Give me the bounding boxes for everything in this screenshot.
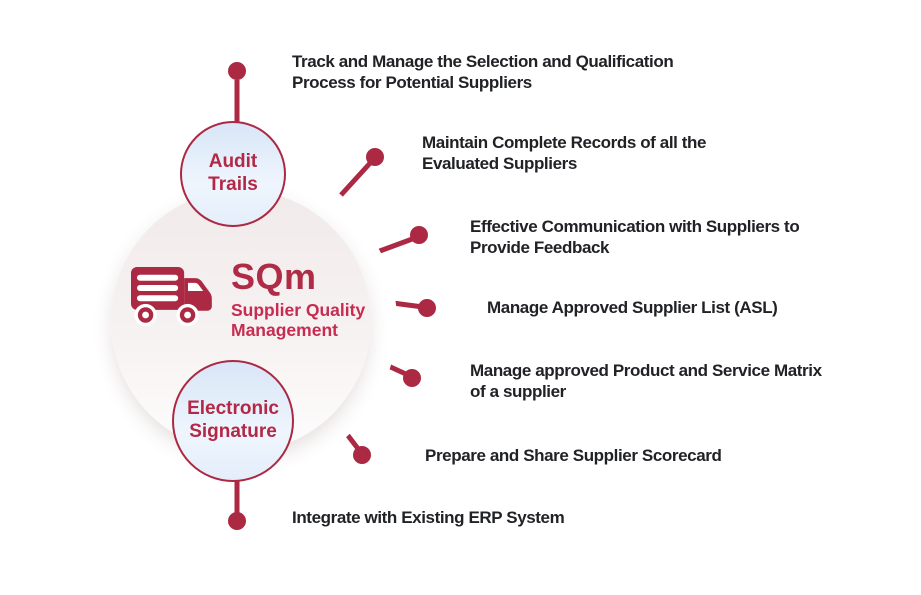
feature-label: Maintain Complete Records of all the Eva… [422, 132, 707, 173]
truck-icon [131, 267, 215, 332]
feature-box-2: Maintain Complete Records of all the Eva… [395, 117, 776, 195]
feature-label: Manage approved Product and Service Matr… [470, 360, 822, 401]
feature-box-7: Integrate with Existing ERP System [265, 492, 629, 550]
feature-box-3: Effective Communication with Suppliers t… [443, 201, 827, 279]
feature-label: Effective Communication with Suppliers t… [470, 216, 800, 257]
satellite-label: Audit Trails [208, 151, 258, 195]
connector-line [376, 235, 416, 255]
center-subtitle: Supplier Quality Management [231, 299, 366, 341]
feature-label: Prepare and Share Supplier Scorecard [425, 446, 722, 466]
connector-dot [228, 512, 246, 530]
feature-label: Manage Approved Supplier List (ASL) [487, 298, 778, 318]
satellite-electronic-signature: Electronic Signature [172, 360, 294, 482]
connector-dot [418, 299, 436, 317]
satellite-audit-trails: Audit Trails [180, 121, 286, 227]
center-title: SQm [231, 256, 317, 297]
center-text-block: SQm Supplier Quality Management [231, 258, 381, 341]
satellite-label: Electronic Signature [187, 398, 279, 442]
feature-box-6: Prepare and Share Supplier Scorecard [398, 430, 794, 488]
connector-dot [353, 446, 371, 464]
feature-label: Track and Manage the Selection and Quali… [292, 51, 674, 92]
connector-dot [403, 369, 421, 387]
feature-box-1: Track and Manage the Selection and Quali… [265, 37, 713, 113]
connector-dot [410, 226, 428, 244]
feature-box-4: Manage Approved Supplier List (ASL) [460, 282, 846, 340]
connector-line [339, 159, 374, 197]
center-content: SQm Supplier Quality Management [131, 258, 365, 341]
feature-box-5: Manage approved Product and Service Matr… [443, 346, 853, 422]
connector-dot [366, 148, 384, 166]
feature-label: Integrate with Existing ERP System [292, 508, 565, 528]
connector-dot [228, 62, 246, 80]
